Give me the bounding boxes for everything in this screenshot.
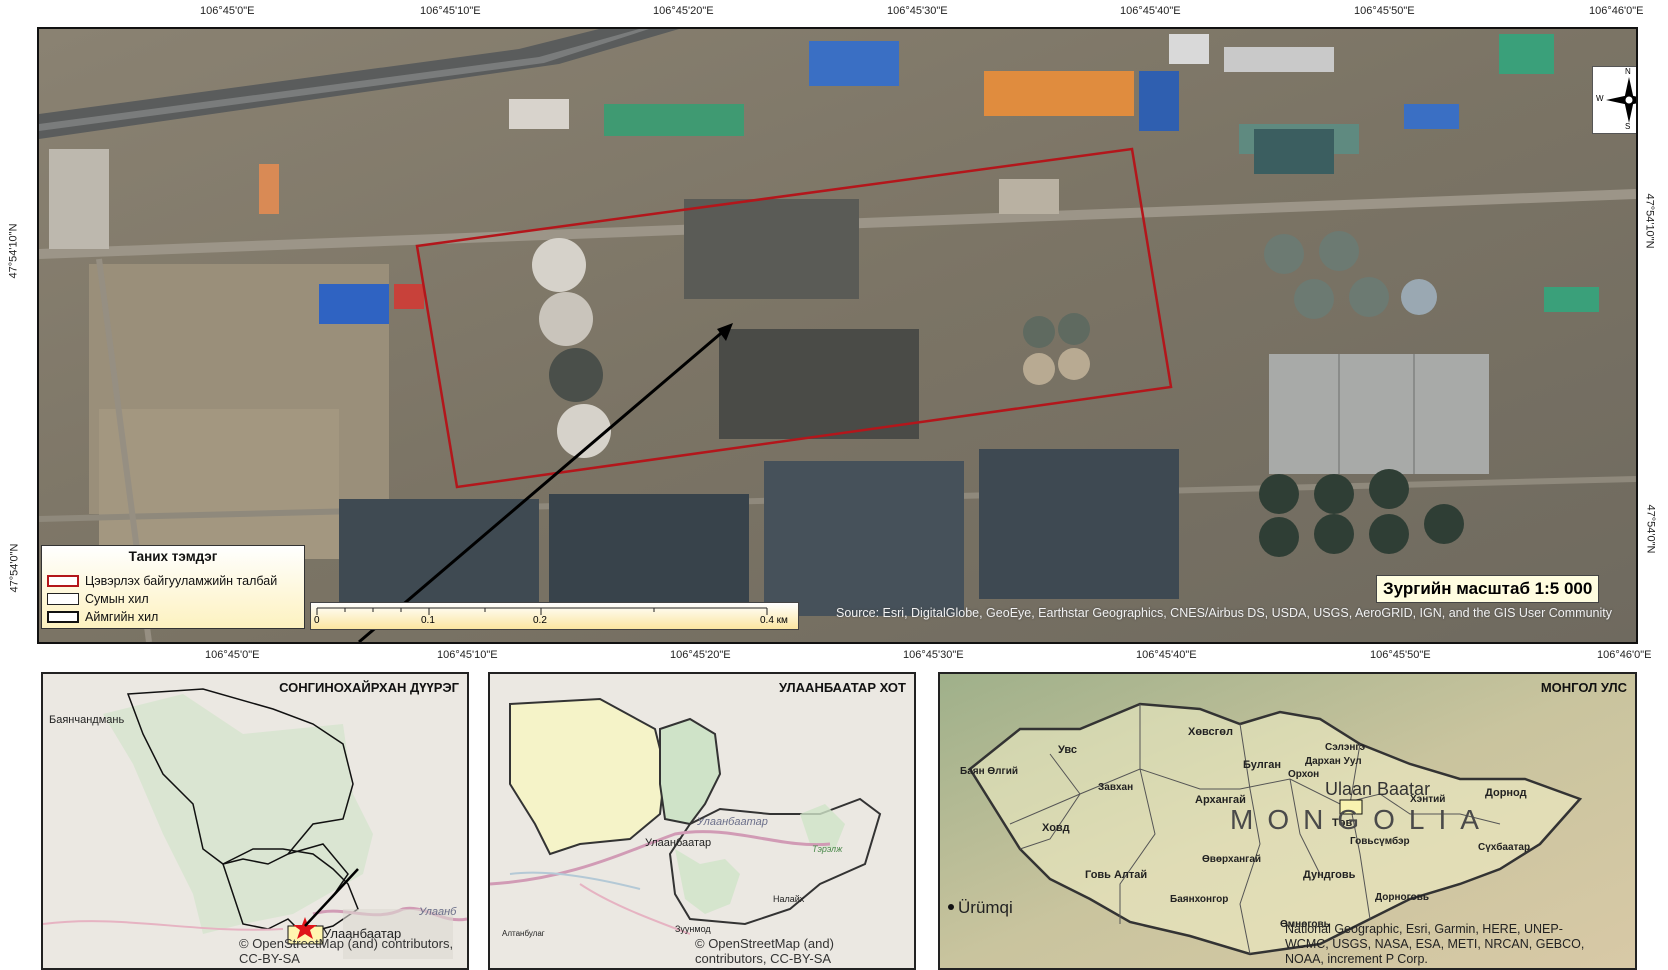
top-coord-label: 106°45'0"E <box>200 5 255 17</box>
bottom-coord-label: 106°46'0"E <box>1597 649 1652 661</box>
province-label: Дархан Уул <box>1305 756 1362 767</box>
scale-tick-label: 0 <box>314 615 320 626</box>
province-label: Орхон <box>1288 769 1320 780</box>
province-label: Архангай <box>1195 794 1246 806</box>
top-coord-label: 106°45'40"E <box>1120 5 1181 17</box>
scale-bar: 0 0.1 0.2 0.4 км <box>310 602 799 630</box>
province-label: Дорнод <box>1485 787 1527 799</box>
capital-label: Ulaan Baatar <box>1325 779 1431 799</box>
country-label: MONGOLIA <box>1230 804 1493 835</box>
province-label: Сэлэнгэ <box>1325 742 1366 753</box>
top-coord-label: 106°45'20"E <box>653 5 714 17</box>
scale-tick-label: 0.2 <box>533 615 547 626</box>
province-label: Хэнтий <box>1410 794 1446 805</box>
study-area-boundary <box>415 147 1173 489</box>
legend-swatch <box>47 593 79 605</box>
place-label: Улаанбаатар <box>645 837 712 849</box>
province-label: Дорноговь <box>1375 892 1430 903</box>
top-coord-label: 106°45'30"E <box>887 5 948 17</box>
province-label: Өвөрхангай <box>1202 854 1262 865</box>
bottom-coord-label: 106°45'20"E <box>670 649 731 661</box>
legend-label: Цэвэрлэх байгууламжийн талбай <box>85 574 278 588</box>
satellite-imagery <box>39 29 1636 642</box>
north-letter: N <box>1625 67 1631 76</box>
left-coord-label: 47°54'10"N <box>7 223 20 279</box>
basemap-attribution: © OpenStreetMap (and) contributors, CC-B… <box>695 936 834 966</box>
legend-label: Аймгийн хил <box>85 610 159 624</box>
legend-item: Сумын хил <box>47 591 149 607</box>
province-label: Дундговь <box>1303 869 1356 881</box>
legend-label: Сумын хил <box>85 592 149 606</box>
place-label: Улаанбаатар <box>323 926 402 941</box>
legend: Таних тэмдэг Цэвэрлэх байгууламжийн талб… <box>41 545 305 629</box>
legend-title: Таних тэмдэг <box>128 549 218 564</box>
place-label: Налайх <box>773 894 805 904</box>
right-coord-label: 47°54'10"N <box>1643 193 1656 249</box>
province-label: Говь Алтай <box>1085 869 1148 881</box>
inset-map-city[interactable]: УЛААНБААТАР ХОТ Улаанбаатар Улаанбаатар … <box>488 672 916 970</box>
bottom-coord-label: 106°45'40"E <box>1136 649 1197 661</box>
province-label: Өмнөговь <box>1280 919 1330 930</box>
bottom-coord-label: 106°45'30"E <box>903 649 964 661</box>
inset-title: СОНГИНОХАЙРХАН ДҮҮРЭГ <box>279 680 459 695</box>
top-coord-label: 106°45'50"E <box>1354 5 1415 17</box>
compass-icon <box>1606 77 1636 123</box>
inset-map-district[interactable]: СОНГИНОХАЙРХАН ДҮҮРЭГ Баянчандмань Улаан… <box>41 672 469 970</box>
province-label: Сүхбаатар <box>1478 842 1531 853</box>
district-map-graphic <box>43 674 467 968</box>
top-coord-label: 106°46'0"E <box>1589 5 1644 17</box>
legend-swatch <box>47 611 79 623</box>
basemap-attribution: National Geographic, Esri, Garmin, HERE,… <box>1285 922 1585 966</box>
right-coord-label: 47°54'0"N <box>1644 504 1657 554</box>
inset-title: МОНГОЛ УЛС <box>1540 680 1627 695</box>
province-label: Увс <box>1058 744 1078 756</box>
place-label: Баянчандмань <box>49 714 125 726</box>
inset-map-country[interactable]: МОНГОЛ УЛС Хөвсгөл Увс Баян Өлгий Завхан… <box>938 672 1637 970</box>
province-label: Завхан <box>1098 782 1134 793</box>
province-label: Баян Өлгий <box>960 766 1018 777</box>
imagery-source-credit: Source: Esri, DigitalGlobe, GeoEye, Eart… <box>836 606 1612 620</box>
province-label: Хөвсгөл <box>1188 726 1233 738</box>
scale-tick-label: 0.1 <box>421 615 435 626</box>
scale-bar-graphic <box>316 607 768 615</box>
map-scale-label: Зургийн масштаб 1:5 000 <box>1376 575 1600 603</box>
legend-swatch <box>47 575 79 587</box>
top-coord-label: 106°45'10"E <box>420 5 481 17</box>
satellite-map[interactable]: N S E W <box>37 27 1638 644</box>
legend-item: Аймгийн хил <box>47 609 158 625</box>
city-label: Ürümqi <box>958 898 1013 917</box>
province-label: Төв <box>1332 817 1353 829</box>
place-label: Зуунмод <box>675 924 711 934</box>
province-label: Булган <box>1243 759 1282 771</box>
bottom-coord-label: 106°45'10"E <box>437 649 498 661</box>
north-arrow: N S E W <box>1592 66 1636 134</box>
province-label: Ховд <box>1042 822 1070 834</box>
bottom-coord-label: 106°45'50"E <box>1370 649 1431 661</box>
left-coord-label: 47°54'0"N <box>8 543 21 593</box>
place-label: Улаанб <box>419 906 457 918</box>
legend-item: Цэвэрлэх байгууламжийн талбай <box>47 573 277 589</box>
place-label: Тэрэлж <box>812 844 843 854</box>
place-label: Алтанбулаг <box>502 929 545 938</box>
scale-tick-label: 0.4 км <box>760 615 788 626</box>
city-map-graphic <box>490 674 914 968</box>
inset-title: УЛААНБААТАР ХОТ <box>778 680 906 695</box>
country-map-graphic <box>940 674 1635 968</box>
province-label: Говьсүмбэр <box>1350 836 1410 847</box>
bottom-coord-label: 106°45'0"E <box>205 649 260 661</box>
west-letter: W <box>1596 94 1604 103</box>
south-letter: S <box>1625 122 1631 131</box>
place-label: Улаанбаатар <box>697 816 768 828</box>
province-label: Баянхонгор <box>1170 894 1229 905</box>
basemap-attribution: © OpenStreetMap (and) contributors, CC-B… <box>239 936 454 966</box>
